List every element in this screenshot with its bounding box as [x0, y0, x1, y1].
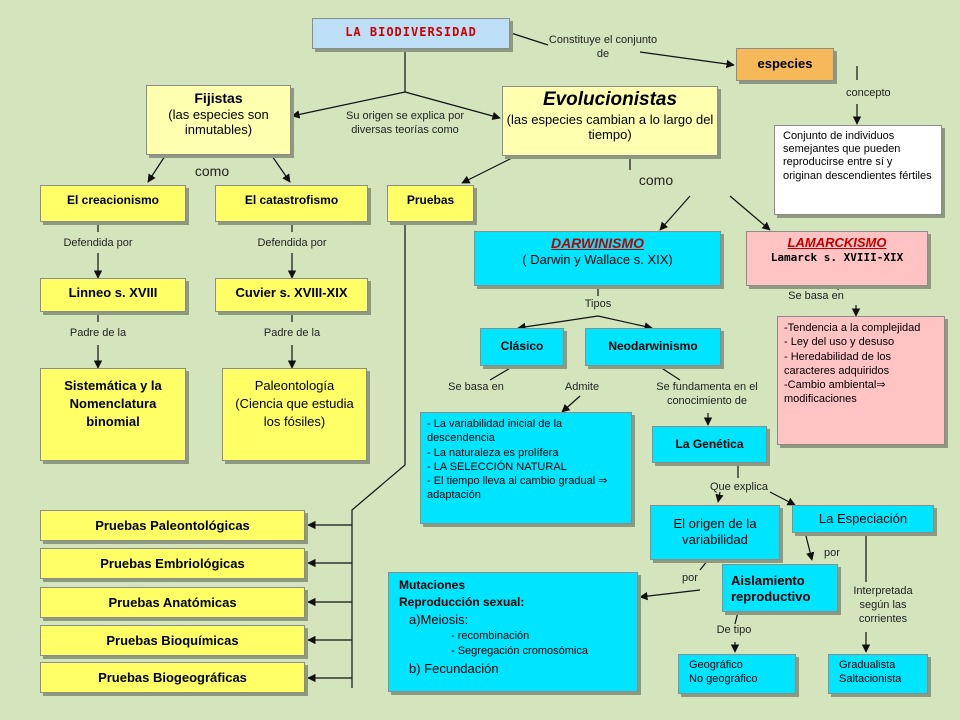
origin-variability-text: El origen de la variabilidad — [673, 516, 757, 547]
species-definition-text: Conjunto de individuos semejantes que pu… — [783, 130, 932, 182]
by-label-2: por — [824, 547, 840, 559]
based-on-label-1: Se basa en — [448, 381, 504, 393]
concept-link-label: concepto — [846, 87, 891, 99]
interpreted-label: Interpretada según las corrientes — [853, 585, 913, 625]
fijistas-node: Fijistas (las especies son inmutables) — [146, 85, 291, 155]
segregation-line: - Segregación cromosómica — [451, 645, 588, 658]
como-left-label: como — [194, 163, 230, 179]
geographic-item: Geográfico — [689, 659, 743, 671]
darwin-item: - LA SELECCIÓN NATURAL — [427, 460, 567, 473]
pruebas-list-item: Pruebas Biogeográficas — [40, 662, 305, 693]
darwin-item: - La variabilidad inicial de la descende… — [427, 418, 563, 445]
by-label-1: por — [682, 572, 698, 584]
cuvier-node: Cuvier s. XVIII-XIX — [215, 278, 368, 312]
pruebas-item-text: Pruebas Anatómicas — [108, 595, 237, 610]
darwin-item: - El tiempo lleva al cambio gradual ⇒ ad… — [427, 475, 608, 502]
pruebas-text: Pruebas — [406, 193, 455, 207]
admits-label: Admite — [564, 381, 600, 393]
which-explains-label: Que explica — [709, 481, 769, 493]
pruebas-item-text: Pruebas Bioquímicas — [106, 633, 239, 648]
biodiversity-title-text: LA BIODIVERSIDAD — [345, 25, 477, 39]
evolucionistas-subtitle: (las especies cambian a lo largo del tie… — [506, 111, 714, 143]
origin-link-label: Su origen se explica por diversas teoría… — [345, 110, 464, 136]
lamarck-item: - Ley del uso y desuso — [784, 336, 895, 349]
species-definition-node: Conjunto de individuos semejantes que pu… — [774, 125, 942, 215]
sistematica-node: Sistemática y la Nomenclatura binomial — [40, 368, 186, 461]
of-type-label: De tipo — [716, 624, 752, 636]
evolucionistas-node: Evolucionistas (las especies cambian a l… — [502, 86, 718, 156]
clasico-node: Clásico — [480, 328, 564, 366]
defended-by-label-1: Defendida por — [63, 237, 133, 249]
meiosis-line: a)Meiosis: — [409, 611, 469, 627]
lamarckismo-list-node: -Tendencia a la complejidad - Ley del us… — [777, 316, 945, 445]
father-of-label-1: Padre de la — [69, 327, 127, 339]
sexual-reproduction-line: Reproducción sexual: — [399, 594, 525, 609]
pruebas-item-text: Pruebas Embriológicas — [100, 556, 245, 571]
darwinismo-title: DARWINISMO — [550, 235, 645, 251]
cuvier-text: Cuvier s. XVIII-XIX — [235, 285, 348, 300]
pruebas-node: Pruebas — [387, 185, 474, 222]
darwin-item: - La naturaleza es prolífera — [427, 446, 559, 459]
fijistas-title: Fijistas — [194, 90, 243, 106]
species-node: especies — [736, 48, 834, 81]
species-link-label: Constituye el conjunto de — [548, 34, 658, 60]
pruebas-list-item: Pruebas Paleontológicas — [40, 510, 305, 541]
pruebas-list-item: Pruebas Anatómicas — [40, 587, 305, 618]
darwinismo-node: DARWINISMO ( Darwin y Wallace s. XIX) — [474, 231, 721, 286]
pruebas-item-text: Pruebas Paleontológicas — [95, 518, 250, 533]
sistematica-text: Sistemática y la Nomenclatura binomial — [64, 378, 162, 430]
paleontologia-node: Paleontología (Ciencia que estudia los f… — [222, 368, 367, 461]
reproductive-isolation-text: Aislamiento reproductivo — [731, 573, 811, 604]
lamarck-item: -Tendencia a la complejidad — [784, 322, 921, 334]
currents-node: Gradualista Saltacionista — [828, 654, 928, 694]
current-item: Saltacionista — [839, 672, 902, 685]
linneo-text: Linneo s. XVIII — [68, 285, 158, 300]
fertilization-line: b) Fecundación — [409, 660, 499, 676]
geographic-types-node: Geográfico No geográfico — [678, 654, 796, 694]
creacionismo-node: El creacionismo — [40, 185, 186, 222]
pruebas-list-item: Pruebas Embriológicas — [40, 548, 305, 579]
recombination-line: - recombinación — [451, 629, 530, 642]
species-text: especies — [757, 56, 813, 71]
founded-on-label: Se fundamenta en el conocimiento de — [656, 381, 758, 407]
origin-variability-node: El origen de la variabilidad — [650, 505, 780, 560]
como-right-label: como — [638, 172, 674, 188]
speciation-text: La Especiación — [818, 511, 908, 526]
evolucionistas-title: Evolucionistas — [542, 89, 678, 110]
reproductive-isolation-node: Aislamiento reproductivo — [722, 564, 838, 612]
creacionismo-text: El creacionismo — [66, 193, 160, 207]
catastrofismo-node: El catastrofismo — [215, 185, 368, 222]
darwin-principles-node: - La variabilidad inicial de la descende… — [420, 412, 632, 524]
mutations-line: Mutaciones — [399, 578, 466, 592]
current-item: Gradualista — [839, 659, 896, 671]
speciation-node: La Especiación — [792, 505, 934, 533]
lamarckismo-title: LAMARCKISMO — [787, 235, 887, 250]
defended-by-label-2: Defendida por — [257, 237, 327, 249]
neodarwinismo-node: Neodarwinismo — [585, 328, 721, 366]
based-on-label-2: Se basa en — [788, 290, 844, 302]
fijistas-subtitle: (las especies son inmutables) — [168, 106, 269, 138]
pruebas-item-text: Pruebas Biogeográficas — [98, 670, 247, 685]
types-label: Tipos — [584, 298, 612, 310]
linneo-node: Linneo s. XVIII — [40, 278, 186, 312]
paleontologia-text: Paleontología (Ciencia que estudia los f… — [235, 378, 354, 430]
geographic-item: No geográfico — [689, 672, 758, 685]
neodarwinismo-text: Neodarwinismo — [608, 339, 698, 353]
father-of-label-2: Padre de la — [263, 327, 321, 339]
lamarckismo-node: LAMARCKISMO Lamarck s. XVIII-XIX — [746, 231, 928, 286]
biodiversity-title-node: LA BIODIVERSIDAD — [312, 18, 510, 49]
lamarck-item: - Heredabilidad de los caracteres adquir… — [784, 350, 892, 377]
genetica-text: La Genética — [675, 437, 744, 451]
clasico-text: Clásico — [500, 339, 544, 353]
lamarck-item: -Cambio ambiental⇒ modificaciones — [784, 379, 886, 406]
genetica-node: La Genética — [652, 426, 767, 463]
darwinismo-subtitle: ( Darwin y Wallace s. XIX) — [522, 251, 673, 267]
lamarckismo-subtitle: Lamarck s. XVIII-XIX — [770, 250, 904, 264]
mutations-node: Mutaciones Reproducción sexual: a)Meiosi… — [388, 572, 638, 692]
pruebas-list-item: Pruebas Bioquímicas — [40, 625, 305, 656]
catastrofismo-text: El catastrofismo — [244, 193, 339, 207]
